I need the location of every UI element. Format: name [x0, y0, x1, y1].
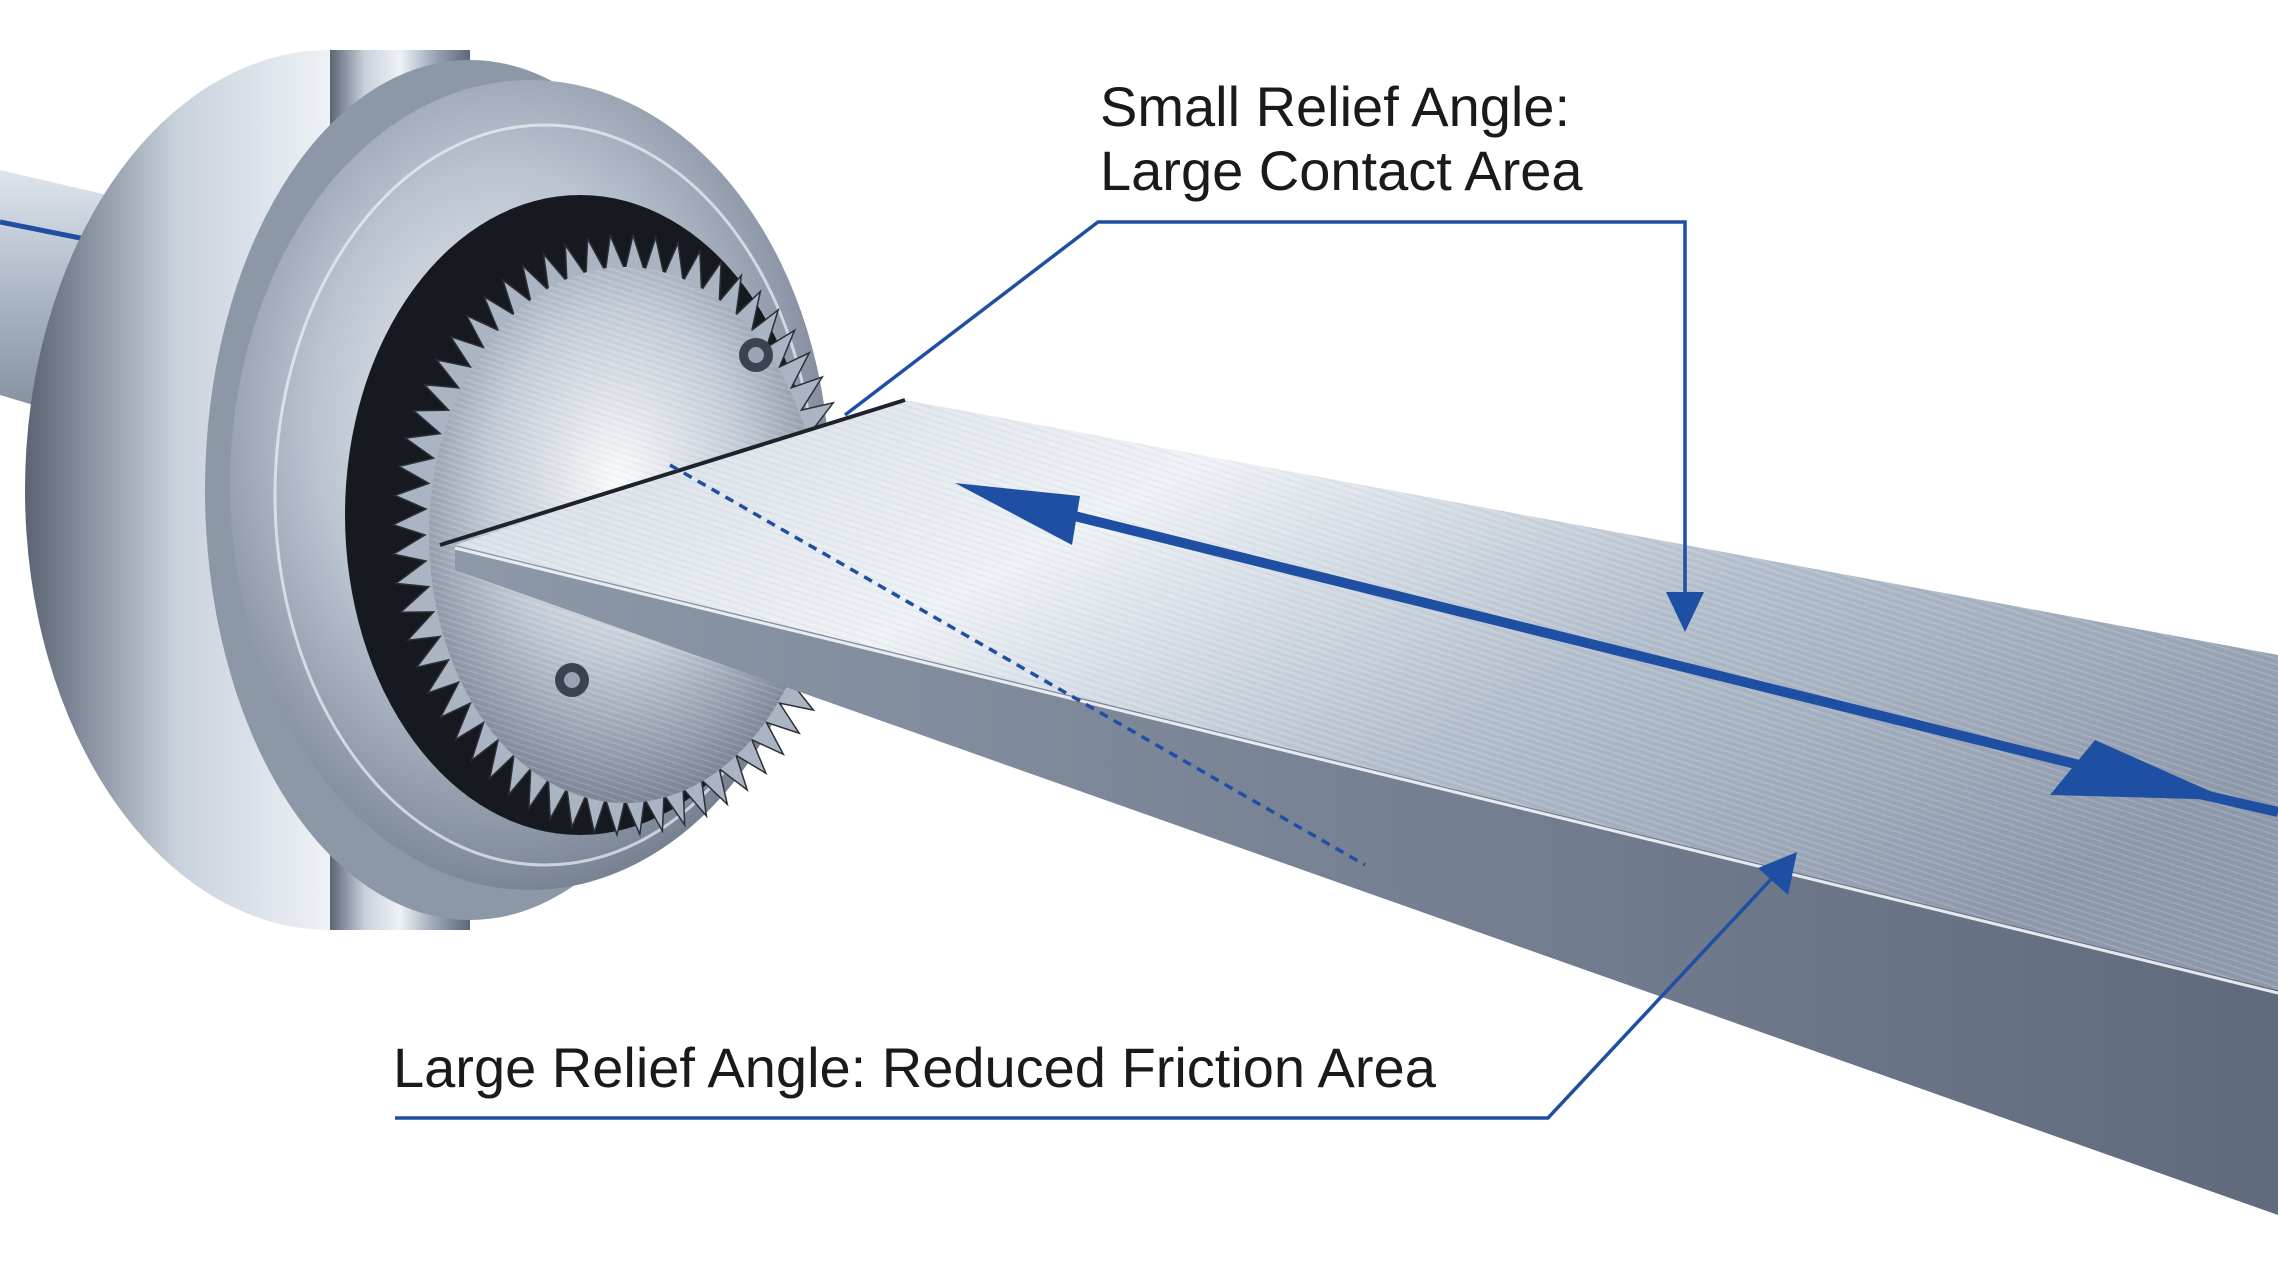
small-relief-label: Small Relief Angle: Large Contact Area — [1100, 75, 1583, 203]
steel-strip — [439, 398, 2278, 1215]
relief-angle-dashed-line — [669, 463, 1366, 867]
direction-arrow-icon — [955, 483, 2278, 817]
mounting-bolt-upper — [739, 338, 773, 372]
small-relief-line-1: Small Relief Angle: — [1100, 75, 1571, 138]
large-relief-label: Large Relief Angle: Reduced Friction Are… — [393, 1036, 1436, 1099]
callout-large-relief — [395, 852, 1797, 1120]
small-relief-line-2: Large Contact Area — [1100, 139, 1583, 202]
callout-small-relief — [843, 220, 1704, 632]
mounting-bolt-lower — [555, 663, 589, 697]
